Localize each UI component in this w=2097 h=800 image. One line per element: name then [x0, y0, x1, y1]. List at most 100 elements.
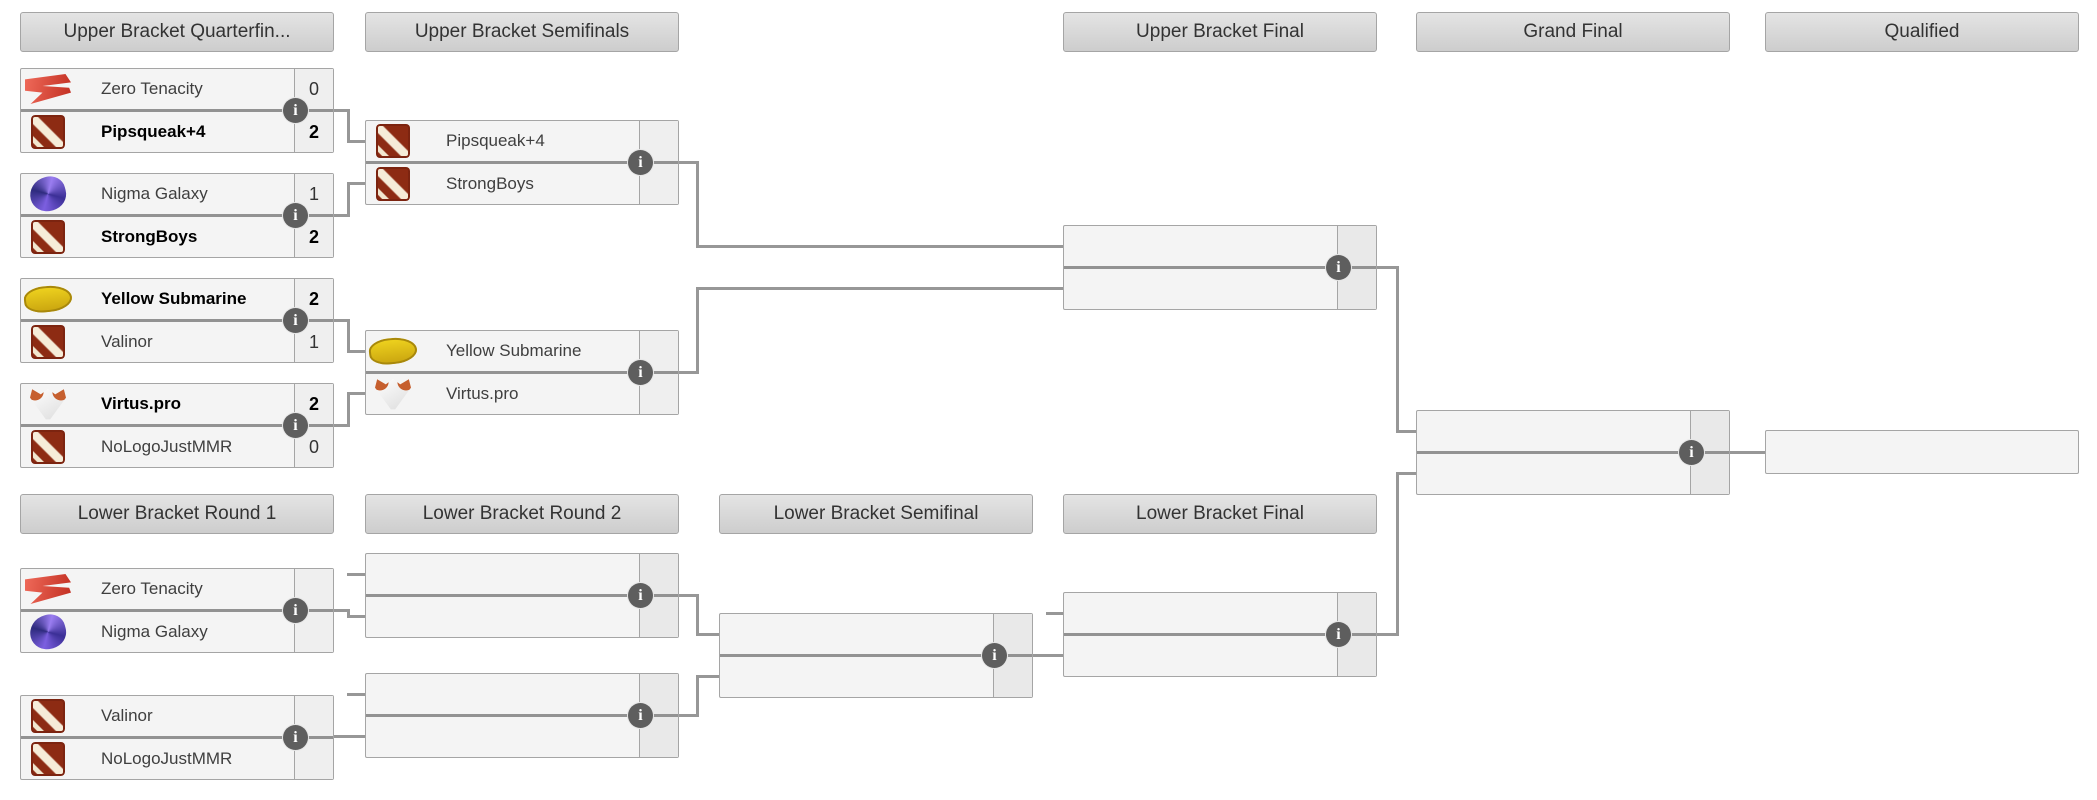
connector-line: [334, 424, 350, 427]
connector-line: [696, 594, 699, 636]
connector-stub: [347, 573, 365, 576]
team-name[interactable]: NoLogoJustMMR: [101, 437, 233, 456]
connector-stub: [347, 693, 365, 696]
match-lb-round1-1: Zero Tenacity Nigma Galaxy i: [20, 568, 334, 654]
team-logo[interactable]: [31, 220, 65, 254]
info-icon[interactable]: i: [628, 360, 653, 385]
connector-line: [347, 392, 365, 395]
connector-stub: [1046, 612, 1063, 615]
info-icon[interactable]: i: [283, 413, 308, 438]
team-name[interactable]: NoLogoJustMMR: [101, 749, 233, 768]
team-logo[interactable]: [367, 335, 419, 367]
team-logo[interactable]: [25, 74, 71, 104]
connector-line: [1396, 266, 1399, 433]
team-name[interactable]: Nigma Galaxy: [101, 184, 208, 203]
info-icon[interactable]: i: [1679, 440, 1704, 465]
team-logo[interactable]: [31, 325, 65, 359]
team-name[interactable]: StrongBoys: [446, 174, 534, 193]
info-icon[interactable]: i: [283, 98, 308, 123]
connector-line: [1377, 266, 1398, 269]
match-divider: [21, 319, 333, 322]
team-name[interactable]: Virtus.pro: [446, 384, 519, 403]
connector-line: [1396, 472, 1416, 475]
match-lb-semifinal: i: [719, 613, 1033, 698]
connector-line: [696, 633, 719, 636]
info-icon[interactable]: i: [1326, 255, 1351, 280]
qualified-team-name: [1766, 431, 1792, 450]
team-name[interactable]: Zero Tenacity: [101, 79, 203, 98]
header-lb-final: Lower Bracket Final: [1063, 494, 1377, 534]
team-name[interactable]: Zero Tenacity: [101, 579, 203, 598]
header-lb-semifinal: Lower Bracket Semifinal: [719, 494, 1033, 534]
info-icon[interactable]: i: [628, 583, 653, 608]
info-icon[interactable]: i: [628, 150, 653, 175]
team-logo[interactable]: [25, 574, 71, 604]
match-divider: [21, 736, 333, 739]
match-ub-quarterfinal-3: Yellow Submarine 2 Valinor 1 i: [20, 278, 334, 363]
match-divider: [366, 594, 678, 597]
connector-line: [347, 182, 365, 185]
match-divider: [21, 109, 333, 112]
info-icon[interactable]: i: [283, 308, 308, 333]
match-ub-quarterfinal-1: Zero Tenacity 0 Pipsqueak+4 2 i: [20, 68, 334, 153]
info-icon[interactable]: i: [283, 203, 308, 228]
connector-line: [696, 675, 699, 717]
team-logo[interactable]: [376, 167, 410, 201]
team-name[interactable]: Valinor: [101, 706, 153, 725]
connector-line: [1377, 633, 1398, 636]
connector-line: [696, 287, 1063, 290]
match-divider: [1064, 266, 1376, 269]
team-name[interactable]: Virtus.pro: [101, 394, 181, 413]
info-icon[interactable]: i: [1326, 622, 1351, 647]
connector-line: [1730, 451, 1765, 454]
team-logo[interactable]: [31, 115, 65, 149]
match-ub-final: i: [1063, 225, 1377, 310]
connector-line: [696, 245, 1063, 248]
team-logo[interactable]: [376, 124, 410, 158]
connector-line: [334, 609, 350, 612]
match-lb-round1-2: Valinor NoLogoJustMMR i: [20, 695, 334, 780]
team-logo[interactable]: [26, 610, 70, 654]
info-icon[interactable]: i: [628, 703, 653, 728]
team-name[interactable]: Yellow Submarine: [101, 289, 247, 308]
connector-line: [1396, 430, 1416, 433]
team-logo[interactable]: [22, 283, 74, 315]
team-name[interactable]: Pipsqueak+4: [101, 122, 206, 141]
team-name[interactable]: StrongBoys: [101, 227, 198, 246]
match-divider: [21, 424, 333, 427]
match-lb-round2-2: i: [365, 673, 679, 758]
connector-line: [334, 735, 365, 738]
info-icon[interactable]: i: [283, 725, 308, 750]
match-divider: [720, 654, 1032, 657]
team-name[interactable]: Pipsqueak+4: [446, 131, 545, 150]
match-divider: [1417, 451, 1729, 454]
qualified-slot: [1765, 430, 2079, 474]
team-score: [639, 554, 678, 594]
match-ub-quarterfinal-2: Nigma Galaxy 1 StrongBoys 2 i: [20, 172, 334, 258]
team-name[interactable]: Nigma Galaxy: [101, 622, 208, 641]
team-name[interactable]: Yellow Submarine: [446, 341, 582, 360]
team-logo[interactable]: [26, 172, 70, 216]
header-grand-final: Grand Final: [1416, 12, 1730, 52]
info-icon[interactable]: i: [283, 598, 308, 623]
team-logo[interactable]: [375, 378, 411, 410]
team-logo[interactable]: [31, 430, 65, 464]
connector-line: [679, 714, 697, 717]
match-lb-final: i: [1063, 592, 1377, 677]
team-name[interactable]: Valinor: [101, 332, 153, 351]
connector-line: [347, 319, 350, 353]
match-divider: [1064, 633, 1376, 636]
team-row: Pipsqueak+4: [366, 121, 678, 161]
team-row: NoLogoJustMMR: [21, 739, 333, 779]
info-icon[interactable]: i: [982, 643, 1007, 668]
connector-line: [679, 594, 697, 597]
team-logo[interactable]: [30, 388, 66, 420]
team-row: [366, 554, 678, 594]
match-divider: [366, 714, 678, 717]
team-row: Valinor 1: [21, 322, 333, 362]
connector-line: [696, 161, 699, 248]
team-logo[interactable]: [31, 742, 65, 776]
team-row: Pipsqueak+4 2: [21, 112, 333, 152]
team-logo[interactable]: [31, 699, 65, 733]
